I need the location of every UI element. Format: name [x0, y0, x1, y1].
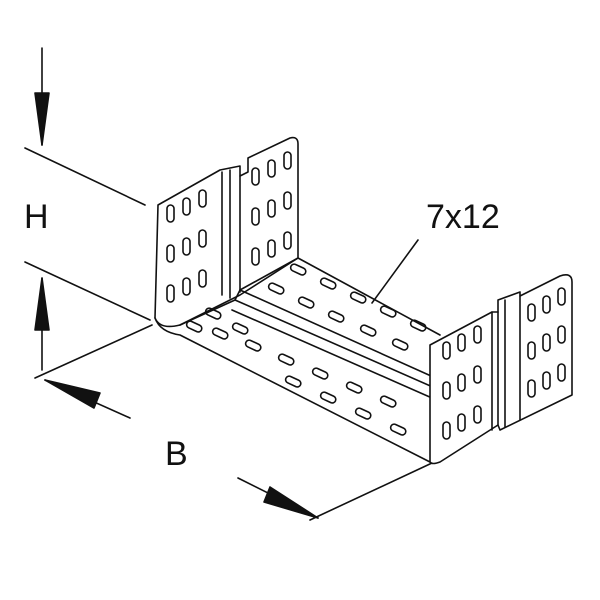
slot — [389, 423, 407, 436]
slot — [527, 303, 536, 322]
slot — [457, 333, 466, 352]
slot — [251, 247, 260, 266]
base-plate — [154, 257, 441, 463]
width-arrow-left — [44, 379, 101, 409]
left-wall-outline — [154, 136, 299, 328]
slot — [231, 322, 249, 335]
slot — [379, 305, 397, 318]
height-label: H — [24, 198, 49, 236]
width-arrow-right — [263, 486, 319, 519]
width-label: B — [165, 435, 188, 473]
slot — [557, 325, 566, 344]
slot — [354, 407, 372, 420]
slot — [182, 277, 191, 296]
slot — [166, 204, 175, 223]
slot-size-leader-line — [371, 239, 419, 304]
slot — [267, 199, 276, 218]
height-dimension — [24, 47, 151, 371]
slot — [349, 291, 367, 304]
slot — [182, 237, 191, 256]
slot — [345, 381, 363, 394]
slot — [442, 341, 451, 360]
base-ridge-1 — [234, 299, 436, 389]
slot — [457, 413, 466, 432]
slot-size-label: 7x12 — [426, 198, 500, 236]
height-ext-line-bottom — [24, 261, 151, 321]
slot — [557, 363, 566, 382]
slot — [211, 327, 229, 340]
slot — [542, 295, 551, 314]
width-ext-line-right — [309, 462, 433, 521]
width-ext-line-left — [34, 324, 153, 379]
base-back-edge — [179, 257, 441, 336]
slot — [244, 339, 262, 352]
slot — [473, 365, 482, 384]
slot — [527, 379, 536, 398]
slot — [267, 239, 276, 258]
slot — [251, 167, 260, 186]
slot — [319, 277, 337, 290]
slot — [198, 269, 207, 288]
slot — [182, 197, 191, 216]
left-wall — [154, 136, 299, 328]
slot — [198, 229, 207, 248]
slot — [542, 333, 551, 352]
slot — [166, 284, 175, 303]
slot — [185, 320, 203, 333]
slot — [289, 263, 307, 276]
slot — [284, 375, 302, 388]
slot — [277, 353, 295, 366]
height-arrow-bottom — [34, 277, 50, 331]
base-ridge-3 — [231, 309, 433, 399]
slot — [379, 395, 397, 408]
slot — [283, 231, 292, 250]
slot — [251, 207, 260, 226]
height-arrow-top — [34, 92, 50, 146]
slot — [557, 287, 566, 306]
slot — [473, 405, 482, 424]
base-front-edge — [154, 317, 431, 463]
slot — [457, 373, 466, 392]
slot — [166, 244, 175, 263]
slot — [283, 191, 292, 210]
height-ext-line-top — [24, 147, 146, 206]
width-dimension — [34, 324, 433, 521]
slot — [297, 296, 315, 309]
slot — [327, 310, 345, 323]
slot — [442, 381, 451, 400]
slot — [442, 421, 451, 440]
slot — [311, 367, 329, 380]
slot — [267, 282, 285, 295]
slot — [409, 319, 427, 332]
slot — [391, 338, 409, 351]
slot — [542, 371, 551, 390]
slot — [267, 159, 276, 178]
slot — [198, 189, 207, 208]
slot — [204, 307, 222, 320]
slot — [527, 341, 536, 360]
slot — [283, 151, 292, 170]
base-ridge-2 — [239, 289, 441, 381]
slot — [319, 391, 337, 404]
slot — [359, 324, 377, 337]
slot — [473, 325, 482, 344]
right-wall — [429, 274, 573, 465]
